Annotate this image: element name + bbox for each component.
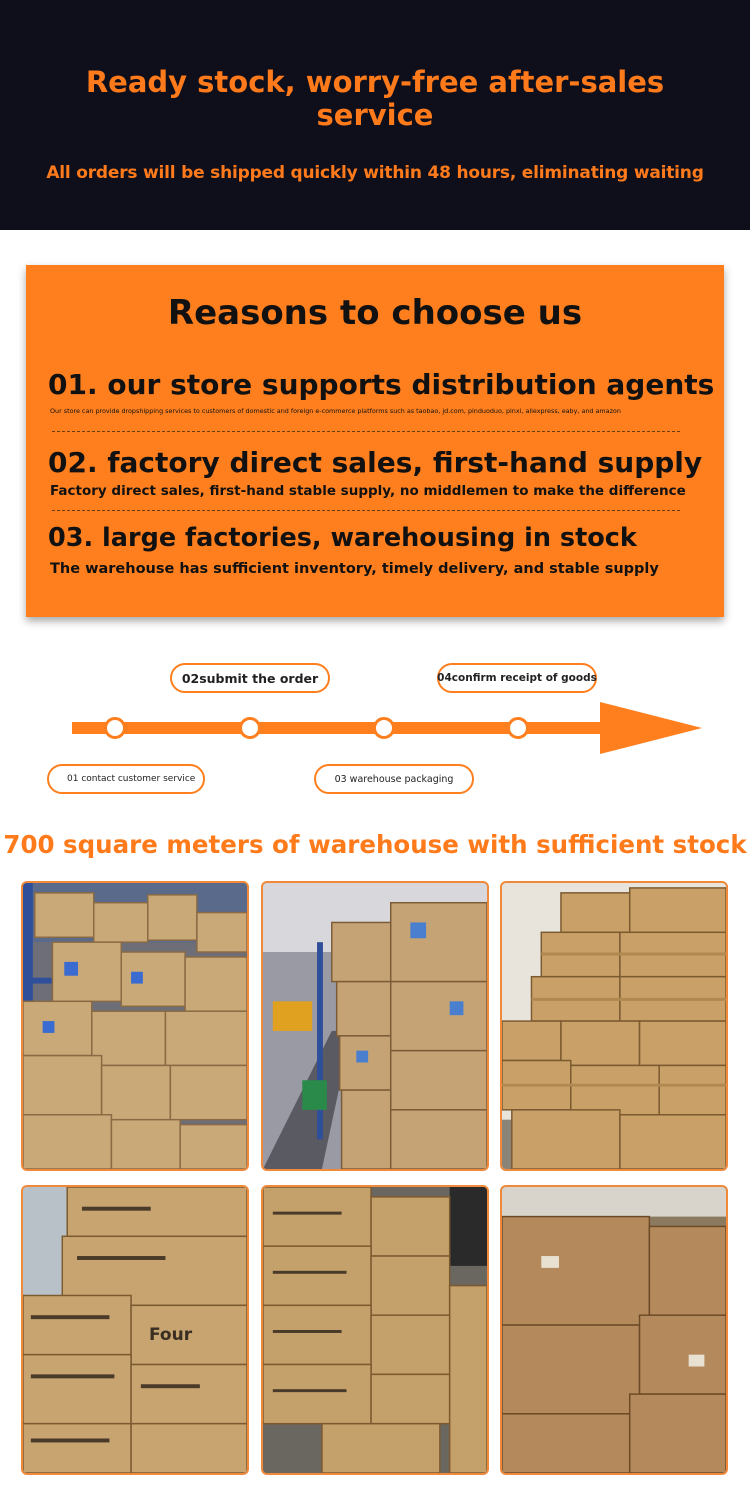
timeline-node [507, 717, 529, 739]
timeline-node [104, 717, 126, 739]
arrow-right-icon [600, 702, 702, 754]
warehouse-photo [500, 881, 728, 1171]
divider [52, 431, 680, 432]
header-banner: Ready stock, worry-free after-sales serv… [0, 0, 750, 230]
warehouse-photo [261, 881, 489, 1171]
header-subtitle: All orders will be shipped quickly withi… [46, 163, 704, 183]
reason-2-description: Factory direct sales, first-hand stable … [50, 483, 686, 499]
box-label: Four [149, 1325, 193, 1345]
header-title: Ready stock, worry-free after-sales serv… [85, 65, 665, 132]
warehouse-photo [500, 1185, 728, 1475]
timeline-node [373, 717, 395, 739]
reasons-card: Reasons to choose us 01. our store suppo… [26, 265, 724, 617]
timeline-node [239, 717, 261, 739]
divider [52, 510, 680, 511]
warehouse-photo [261, 1185, 489, 1475]
step-warehouse-packaging: 03 warehouse packaging [314, 764, 474, 794]
reason-2-heading: 02. factory direct sales, first-hand sup… [48, 446, 703, 479]
reason-1-description: Our store can provide dropshipping servi… [50, 407, 621, 415]
warehouse-photo [21, 881, 249, 1171]
reason-1-heading: 01. our store supports distribution agen… [48, 368, 715, 401]
step-confirm-receipt: 04confirm receipt of goods [437, 663, 597, 693]
step-submit-order: 02submit the order [170, 663, 330, 693]
step-contact-service: 01 contact customer service [47, 764, 205, 794]
warehouse-photo: Four [21, 1185, 249, 1475]
reason-3-heading: 03. large factories, warehousing in stoc… [48, 523, 637, 553]
reason-3-description: The warehouse has sufficient inventory, … [50, 561, 659, 577]
reasons-title: Reasons to choose us [167, 293, 583, 333]
warehouse-title: 700 square meters of warehouse with suff… [3, 830, 747, 859]
timeline-bar [72, 722, 617, 734]
